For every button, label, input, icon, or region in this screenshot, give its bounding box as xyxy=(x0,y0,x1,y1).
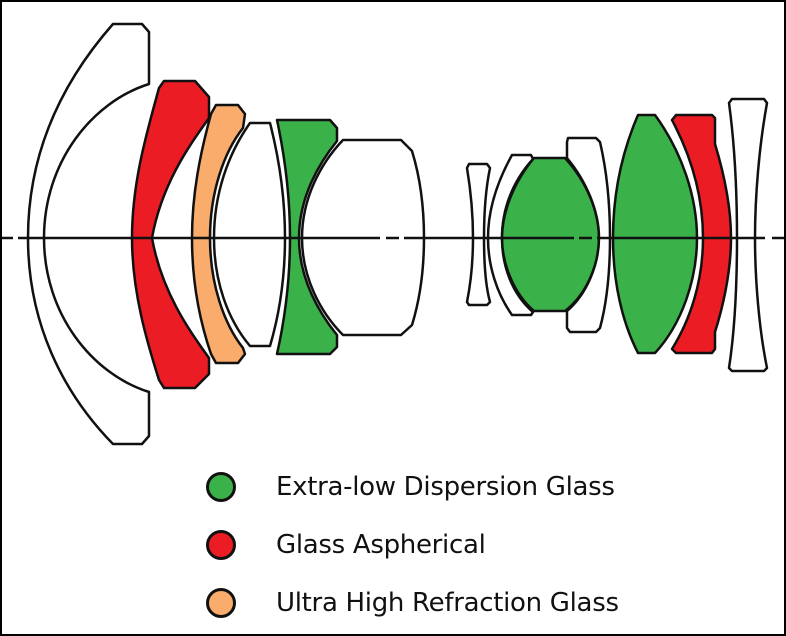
legend-item-ed-glass: Extra-low Dispersion Glass xyxy=(206,458,619,516)
uhr-glass-swatch-icon xyxy=(206,588,236,618)
lens-element-7 xyxy=(465,162,492,307)
legend-item-aspherical: Glass Aspherical xyxy=(206,516,619,574)
lens-element-13 xyxy=(727,97,769,373)
legend: Extra-low Dispersion Glass Glass Aspheri… xyxy=(206,458,619,632)
ed-glass-swatch-icon xyxy=(206,472,236,502)
lens-element-10 xyxy=(565,136,612,334)
lens-element-12 xyxy=(670,113,733,355)
legend-item-uhr-glass: Ultra High Refraction Glass xyxy=(206,574,619,632)
legend-label: Glass Aspherical xyxy=(276,530,486,560)
lens-element-4 xyxy=(212,121,287,348)
legend-label: Ultra High Refraction Glass xyxy=(276,588,619,618)
lens-element-2 xyxy=(130,79,211,390)
aspherical-swatch-icon xyxy=(206,530,236,560)
lens-element-11 xyxy=(611,113,699,355)
legend-label: Extra-low Dispersion Glass xyxy=(276,472,615,502)
lens-element-3 xyxy=(190,103,247,365)
lens-element-1 xyxy=(26,22,151,446)
lens-element-5 xyxy=(275,118,339,356)
